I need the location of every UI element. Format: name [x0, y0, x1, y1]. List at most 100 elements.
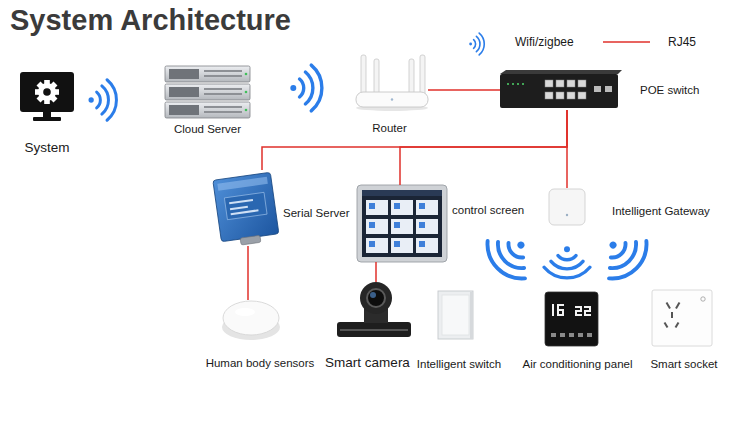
ac-panel-icon-part-part — [551, 333, 556, 337]
control-screen-icon-part-part — [366, 238, 388, 253]
human-sensor-icon-part — [235, 308, 255, 316]
system-monitor-icon — [20, 72, 74, 121]
poe-switch-icon-part-part — [578, 92, 586, 99]
device-label: System — [24, 140, 69, 156]
system-monitor-icon-part — [33, 117, 61, 121]
system-monitor-icon-part-part — [37, 82, 58, 103]
serial-server-icon-part — [224, 192, 267, 219]
router-icon-part — [361, 55, 366, 97]
control-screen-icon-part-part — [369, 203, 375, 209]
control-screen-icon-part-part — [416, 219, 438, 234]
system-monitor-icon-part-part — [37, 82, 58, 103]
smart-camera-icon — [337, 282, 411, 337]
cloud-server-icon-part — [165, 84, 250, 100]
ac-panel-icon-part — [552, 304, 591, 316]
device-node: Serial Server — [210, 170, 281, 246]
smart-socket-icon-part-part — [666, 302, 671, 309]
ac-panel-icon-part-part — [569, 333, 574, 337]
gateway-icon-part — [549, 189, 585, 225]
wireless-waves-part — [89, 80, 117, 120]
router-icon-part — [409, 59, 414, 97]
device-node: Intelligent Gateway — [548, 188, 586, 226]
device-node: Router — [355, 55, 428, 111]
poe-switch-icon-part-part — [556, 80, 564, 87]
rj45-cable — [375, 262, 377, 282]
poe-switch-icon — [500, 70, 622, 108]
legend-label: Wifi/zigbee — [515, 35, 574, 49]
smart-camera-icon-part — [340, 329, 408, 331]
gateway-icon — [549, 189, 585, 225]
serial-server-icon-part — [230, 206, 248, 210]
ac-panel-icon-part-part — [560, 333, 565, 337]
ac-panel-icon-part-part — [557, 314, 564, 316]
router-icon-part — [391, 98, 393, 100]
device-label: Air conditioning panel — [523, 358, 633, 372]
router-icon — [356, 55, 428, 111]
smart-camera-icon-part — [360, 282, 392, 314]
serial-server-icon-part — [231, 209, 259, 215]
control-screen-icon-part-part — [391, 219, 413, 234]
poe-switch-icon-part-part — [556, 92, 564, 99]
device-label: Intelligent Gateway — [612, 205, 710, 219]
device-label: Human body sensors — [206, 357, 315, 371]
device-label: POE switch — [640, 84, 699, 98]
gateway-icon-part — [566, 214, 568, 216]
poe-switch-icon-part-part — [567, 92, 575, 99]
cloud-server-icon-part — [165, 102, 250, 118]
wireless-waves-part — [479, 224, 542, 287]
control-screen-icon-part-part — [391, 200, 413, 215]
control-screen-icon-part-part — [419, 203, 425, 209]
legend-label: RJ45 — [668, 35, 696, 49]
device-label: Router — [372, 122, 407, 136]
smart-socket-icon — [652, 290, 712, 346]
ac-panel-icon-part-part — [578, 333, 583, 337]
control-screen-icon-part — [369, 203, 425, 247]
ac-panel-icon-part — [545, 292, 598, 346]
poe-switch-icon-part — [517, 83, 519, 85]
control-screen-icon-part — [362, 190, 442, 257]
poe-switch-icon-part — [594, 86, 601, 92]
system-monitor-icon-part-part — [43, 88, 51, 96]
device-label: control screen — [452, 204, 524, 218]
diagram-title: System Architecture — [10, 4, 291, 37]
serial-server-icon-part — [217, 177, 267, 191]
control-screen-icon-part-part — [391, 238, 413, 253]
system-monitor-icon-part — [43, 111, 51, 118]
control-screen-icon — [357, 185, 447, 262]
system-monitor-icon-part — [35, 80, 59, 104]
poe-switch-icon-part — [545, 80, 586, 99]
ac-panel-icon-part-part — [587, 333, 592, 337]
device-label: Smart socket — [650, 358, 717, 372]
poe-switch-icon-part-part — [545, 92, 553, 99]
rj45-cable — [428, 89, 500, 91]
device-node: Human body sensors — [222, 300, 280, 342]
intelligent-switch-icon — [438, 291, 473, 339]
ac-panel-icon-part — [551, 333, 592, 337]
poe-switch-icon-part-part — [545, 80, 553, 87]
smart-socket-icon-part — [701, 297, 705, 301]
smart-camera-icon-part — [367, 289, 385, 307]
device-node: System — [20, 72, 74, 122]
control-screen-icon-part-part — [394, 203, 400, 209]
control-screen-icon-part-part — [416, 200, 438, 215]
device-node: control screen — [357, 185, 447, 262]
rj45-cable — [247, 246, 249, 300]
poe-switch-icon-part — [522, 83, 524, 85]
poe-switch-icon-part — [512, 83, 514, 85]
device-node: POE switch — [500, 72, 618, 110]
control-screen-icon-part-part — [394, 241, 400, 247]
wireless-waves-part — [592, 224, 655, 287]
serial-server-icon-part — [229, 199, 253, 204]
cloud-server-icon-part — [165, 66, 250, 82]
control-screen-icon-part — [366, 200, 438, 253]
serial-server-icon-part — [213, 172, 279, 241]
control-screen-icon-part-part — [369, 241, 375, 247]
control-screen-icon-part-part — [419, 241, 425, 247]
wireless-waves — [89, 65, 656, 287]
device-label: Serial Server — [283, 207, 349, 221]
poe-switch-icon-part — [507, 83, 509, 85]
ac-panel-icon — [545, 292, 598, 346]
smart-socket-icon-part-part — [675, 302, 680, 309]
smart-camera-icon-part — [337, 322, 411, 337]
